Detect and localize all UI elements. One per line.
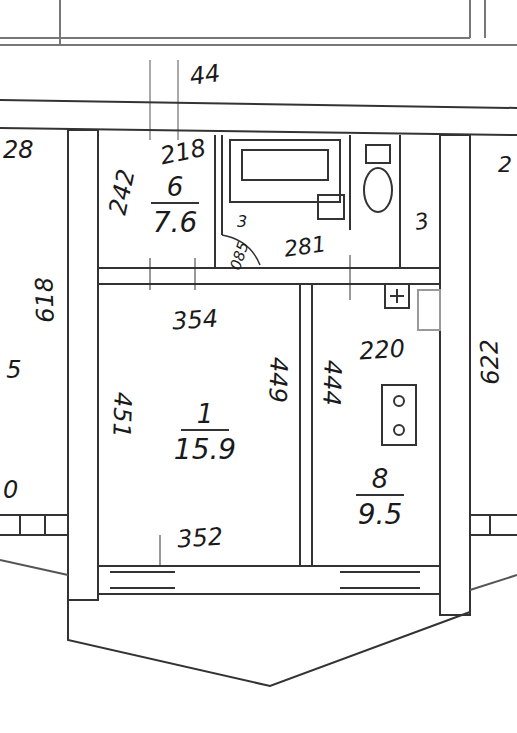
room: 67.6 (135, 160, 215, 252)
dimension-label: 3 (237, 214, 247, 230)
stove-burner (394, 425, 404, 435)
window-wall (98, 566, 440, 594)
room: 89.5 (325, 455, 435, 540)
dimension-label: 3 (413, 210, 431, 234)
room: 115.9 (140, 375, 270, 490)
electrical-box (390, 289, 404, 303)
wall (440, 135, 470, 615)
neighbour-wall (0, 560, 517, 590)
dimension-label: 622 (477, 339, 503, 386)
dimension-tick (350, 255, 351, 300)
upper-wall-line (484, 0, 486, 38)
dimension-label: 44 (188, 61, 222, 89)
dimension-tick (160, 535, 161, 566)
dimension-tick (178, 60, 179, 140)
partition (221, 135, 223, 235)
dimension-label: 618 (32, 277, 58, 324)
wall (68, 130, 98, 600)
dimension-tick (150, 258, 151, 290)
bathtub (242, 150, 328, 180)
upper-wall-line (0, 37, 470, 39)
room-number: 8 (356, 466, 405, 496)
upper-wall-line (0, 44, 517, 46)
room-area: 9.5 (358, 500, 403, 529)
dimension-label: 444 (319, 360, 345, 407)
neighbour-label: 28 (3, 138, 34, 162)
dimension-label: 352 (176, 524, 223, 551)
dimension-tick (150, 60, 151, 140)
partition (214, 135, 216, 268)
window-pane (470, 515, 517, 535)
riser (418, 290, 440, 330)
dimension-label: 451 (109, 392, 135, 439)
room-number: 1 (181, 401, 230, 431)
washer-box (318, 195, 344, 219)
stove-burner (394, 396, 404, 406)
partition (349, 135, 351, 230)
room-area: 15.9 (174, 435, 236, 464)
dimension-label: 354 (171, 306, 218, 333)
bathtub (230, 140, 340, 202)
neighbour-label: 0 (3, 478, 18, 502)
toilet (364, 168, 392, 212)
upper-wall-line (59, 0, 61, 45)
neighbour-label: 2 (498, 154, 512, 176)
wall (98, 268, 440, 284)
dimension-label: 218 (158, 135, 208, 168)
room-number: 6 (151, 174, 200, 204)
window-pane (110, 571, 175, 573)
window-pane (340, 571, 420, 573)
partition (399, 135, 401, 268)
window-pane (110, 587, 175, 589)
electrical-box (385, 284, 409, 308)
neighbour-label: 5 (6, 358, 21, 382)
window-pane (0, 515, 68, 535)
upper-wall-line (469, 0, 471, 38)
dimension-tick (195, 258, 196, 290)
window-pane (340, 587, 420, 589)
room-area: 7.6 (153, 208, 198, 237)
dimension-label: 449 (265, 357, 291, 404)
balcony (68, 600, 470, 686)
dimension-label: 220 (358, 336, 405, 363)
toilet-tank (366, 145, 390, 163)
partition (300, 284, 312, 566)
dimension-label: 242 (105, 167, 138, 217)
stove (382, 385, 416, 445)
dimension-label: 281 (283, 233, 328, 261)
